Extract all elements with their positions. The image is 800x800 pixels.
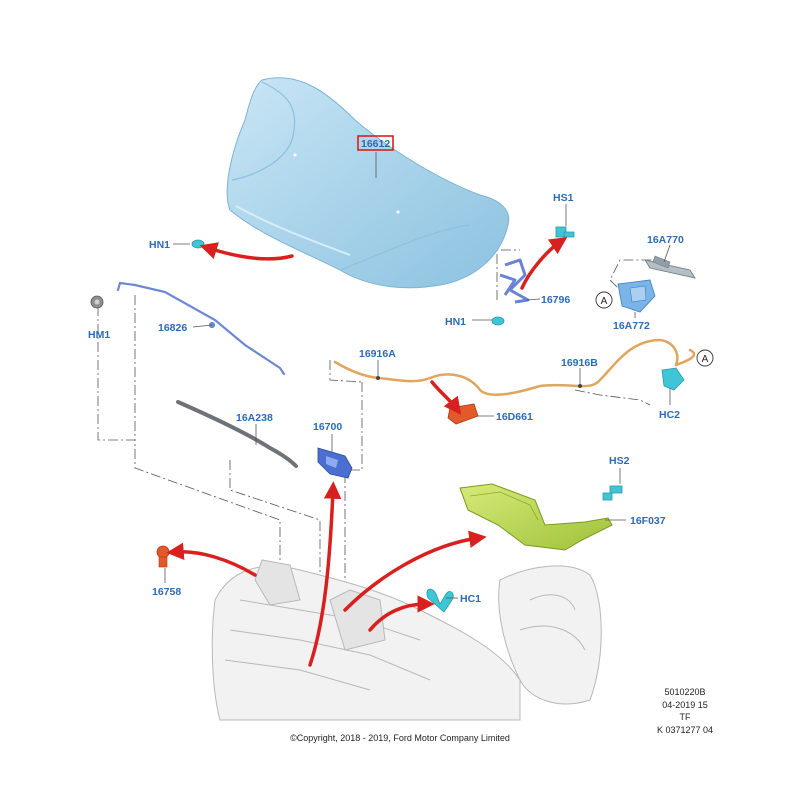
- cable-16916a: [333, 360, 432, 383]
- clip-hn1-mid: [491, 316, 505, 326]
- ref-circle-a-1: [595, 291, 613, 309]
- label-16826[interactable]: 16826: [158, 322, 187, 334]
- copyright-notice: ©Copyright, 2018 - 2019, Ford Motor Comp…: [290, 733, 510, 743]
- drawing-reference: K 0371277 04: [656, 724, 714, 735]
- label-16612[interactable]: 16612: [361, 138, 390, 150]
- label-16a770[interactable]: 16A770: [647, 234, 684, 246]
- label-hn1-mid[interactable]: HN1: [445, 316, 466, 328]
- clip-hc2: [661, 367, 685, 391]
- grommet-hm1: [90, 295, 104, 309]
- arrow-cable-to-actuator: [430, 380, 462, 415]
- latch-16a772: [617, 279, 656, 313]
- label-hc1[interactable]: HC1: [460, 593, 481, 605]
- clip-hn1-top: [191, 239, 205, 249]
- drawing-code: 5010220B: [664, 687, 706, 697]
- label-16700[interactable]: 16700: [313, 421, 342, 433]
- label-16796[interactable]: 16796: [541, 294, 570, 306]
- label-16916b[interactable]: 16916B: [561, 357, 598, 369]
- selected-part-highlight: [357, 135, 394, 151]
- arrow-front-to-16f037: [343, 530, 487, 612]
- label-16758[interactable]: 16758: [152, 586, 181, 598]
- red-arrows: [166, 237, 568, 667]
- label-hm1[interactable]: HM1: [88, 329, 110, 341]
- label-16a238[interactable]: 16A238: [236, 412, 273, 424]
- cable-16916b: [428, 338, 696, 396]
- clip-16758: [156, 545, 170, 568]
- vehicle-front: [211, 559, 602, 721]
- label-16a772[interactable]: 16A772: [613, 320, 650, 332]
- ref-letter-a-2: A: [702, 354, 709, 365]
- arrow-front-to-16758: [166, 542, 257, 577]
- latch-16700: [317, 447, 353, 479]
- label-hc2[interactable]: HC2: [659, 409, 680, 421]
- label-16916a[interactable]: 16916A: [359, 348, 396, 360]
- label-leaders: [164, 152, 671, 599]
- bolt-hs1: [555, 226, 575, 238]
- arrow-front-to-hc1: [368, 595, 435, 632]
- arrow-hood-to-hn1: [199, 242, 294, 261]
- ref-letter-a-1: A: [601, 296, 608, 307]
- bolt-hs2: [602, 485, 623, 501]
- label-16d661[interactable]: 16D661: [496, 411, 533, 423]
- clip-hc1: [426, 588, 454, 613]
- label-hs1[interactable]: HS1: [553, 192, 574, 204]
- hood-panel: [226, 77, 510, 289]
- arrow-front-to-16700: [308, 481, 342, 667]
- panel-16f037: [459, 483, 613, 551]
- label-hn1-top[interactable]: HN1: [149, 239, 170, 251]
- actuator-16d661: [447, 403, 479, 425]
- cable-point-b: [578, 384, 582, 388]
- arrow-hinge-to-hs1: [520, 237, 568, 290]
- label-16f037[interactable]: 16F037: [630, 515, 666, 527]
- hinge-16796: [499, 258, 530, 304]
- prop-rod-16826: [116, 281, 286, 376]
- drawing-metadata: 5010220B 04-2019 15 TF K 0371277 04: [640, 686, 730, 736]
- label-hs2[interactable]: HS2: [609, 455, 630, 467]
- seal-16a238: [176, 400, 298, 468]
- drawing-date: 04-2019 15: [662, 699, 708, 710]
- bracket-16a770: [644, 255, 696, 279]
- ref-circle-a-2: [696, 349, 714, 367]
- drawing-market: TF: [679, 712, 691, 722]
- cable-point-a: [376, 376, 380, 380]
